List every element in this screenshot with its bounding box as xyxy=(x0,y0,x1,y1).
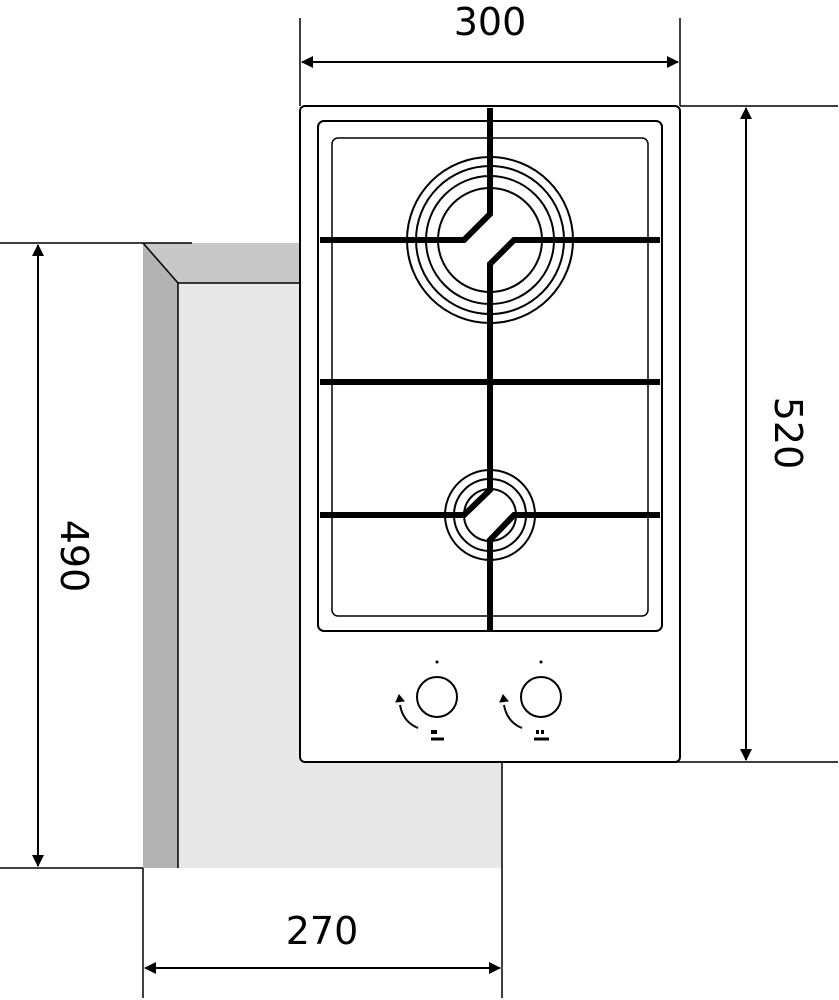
dimension-left-height: 490 xyxy=(0,242,192,869)
cutout-top-face xyxy=(143,243,300,283)
cutout-edge xyxy=(142,242,179,284)
left-knob xyxy=(395,660,458,741)
right-height-label: 520 xyxy=(766,397,810,470)
grate xyxy=(320,108,660,632)
countertop-cutout xyxy=(142,242,503,868)
bottom-width-label: 270 xyxy=(286,909,359,953)
dimension-bottom-width: 270 xyxy=(142,868,503,998)
dimension-top-width: 300 xyxy=(299,0,681,106)
cutout-inner-face xyxy=(178,283,502,868)
cutout-side-face xyxy=(143,243,178,868)
dimension-right-height: 520 xyxy=(640,105,838,763)
top-width-label: 300 xyxy=(454,0,527,44)
right-knob xyxy=(499,660,562,741)
left-height-label: 490 xyxy=(52,520,96,593)
